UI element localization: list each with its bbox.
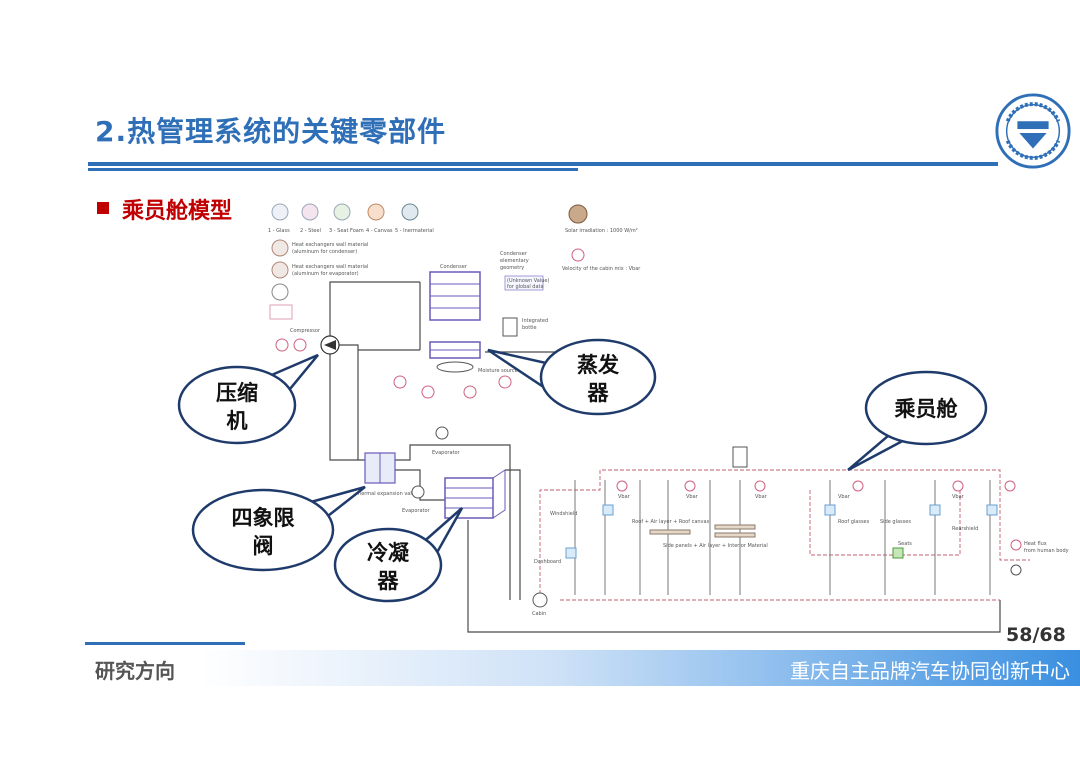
callout-valve-line2: 阀	[253, 534, 274, 558]
footer-left-text: 研究方向	[95, 659, 175, 683]
legend-wall-evaporator-1: Heat exchangers wall material	[292, 264, 368, 270]
bullet-marker	[97, 202, 109, 214]
callout-evaporator-line2: 器	[587, 381, 610, 405]
label-evaporator-top: Evaporator	[432, 450, 461, 456]
legend-solar: Solar irradiation : 1000 W/m²	[565, 228, 638, 234]
label-seats: Seats	[898, 541, 912, 547]
callout-condenser-line2: 器	[377, 569, 400, 593]
legend-inermaterial: 5 - Inermaterial	[395, 228, 434, 234]
callout-condenser: 冷凝 器	[333, 507, 464, 603]
legend-glass: 1 - Glass	[268, 228, 290, 234]
callout-condenser-line1: 冷凝	[367, 541, 410, 565]
label-global-data-1: (Unknown Value)	[507, 278, 549, 284]
label-dashboard: Dashboard	[534, 559, 561, 565]
callout-valve: 四象限 阀	[191, 485, 366, 572]
label-windshield: Windshield	[550, 511, 577, 517]
callout-evaporator: 蒸发 器	[487, 338, 657, 416]
label-side-panels: Side panels + Air layer + Interior Mater…	[663, 543, 768, 549]
footer-band	[200, 650, 1080, 686]
legend-canvas: 4 - Canvas	[366, 228, 393, 234]
evaporator-block: Moisture source	[393, 341, 518, 399]
label-expansion-valve: Thermal expansion valve	[354, 491, 418, 497]
cabin-evaporator-block	[444, 469, 506, 519]
cabin-network: Vbar Vbar Vbar Vbar Vbar Windshield	[532, 446, 1069, 617]
vbar-4: Vbar	[838, 494, 851, 500]
footer-divider	[85, 642, 245, 645]
callout-compressor: 压缩 机	[177, 353, 319, 445]
callout-evaporator-line1: 蒸发	[577, 353, 620, 377]
expansion-valve-block: Thermal expansion valve Evaporator Evapo…	[354, 426, 461, 514]
condenser-block: Condenser Condenser elementary geometry …	[429, 251, 549, 337]
legend-wall-condenser-1: Heat exchangers wall material	[292, 242, 368, 248]
callout-compressor-line2: 机	[227, 409, 248, 433]
label-moisture: Moisture source	[478, 368, 518, 374]
vbar-3: Vbar	[755, 494, 768, 500]
label-roof-glasses: Roof glasses	[838, 519, 870, 525]
title-underline	[88, 162, 998, 166]
vbar-1: Vbar	[618, 494, 631, 500]
legend-wall-evaporator-2: (aluminum for evaporator)	[292, 271, 359, 277]
callout-valve-line1: 四象限	[232, 506, 295, 530]
vbar-2: Vbar	[686, 494, 699, 500]
footer-right-text: 重庆自主品牌汽车协同创新中心	[790, 659, 1070, 683]
label-heat-flux-1: Heat flux	[1024, 541, 1047, 547]
legend-wall-condenser-2: (aluminum for condenser)	[292, 249, 357, 255]
callout-cabin-line1: 乘员舱	[894, 397, 959, 421]
vbar-5: Vbar	[952, 494, 965, 500]
callout-compressor-line1: 压缩	[216, 381, 258, 405]
label-roof: Roof + Air layer + Roof canvas	[632, 519, 710, 525]
section-heading: 乘员舱模型	[122, 199, 233, 224]
material-legend: 1 - Glass 2 - Steel 3 - Seat Foam 4 - Ca…	[268, 203, 641, 320]
label-rearshield: Rearshield	[952, 526, 978, 532]
label-cabin: Cabin	[532, 611, 546, 617]
page-number: 58/68	[1006, 624, 1066, 646]
callout-cabin: 乘员舱	[847, 370, 988, 472]
label-bottle-2: bottle	[522, 325, 537, 331]
legend-steel: 2 - Steel	[300, 228, 321, 234]
label-compressor: Compressor	[290, 328, 321, 334]
legend-seat-foam: 3 - Seat Foam	[329, 228, 364, 234]
university-logo-icon	[995, 93, 1071, 169]
label-condenser: Condenser	[440, 264, 468, 270]
page-title: 2.热管理系统的关键零部件	[95, 115, 447, 148]
label-side-glasses: Side glasses	[880, 519, 911, 525]
label-global-data-2: for global data	[507, 284, 544, 290]
title-underline-secondary	[88, 168, 578, 171]
label-heat-flux-2: from human body	[1024, 548, 1069, 554]
label-bottle-1: Integrated	[522, 318, 548, 324]
compressor-block: Compressor	[275, 328, 340, 355]
label-evaporator-bottom: Evaporator	[402, 508, 431, 514]
legend-velocity: Velocity of the cabin mix : Vbar	[562, 266, 641, 272]
label-condenser-geometry-3: geometry	[500, 265, 524, 271]
label-condenser-geometry-1: Condenser	[500, 251, 528, 257]
label-condenser-geometry-2: elementary	[500, 258, 529, 264]
